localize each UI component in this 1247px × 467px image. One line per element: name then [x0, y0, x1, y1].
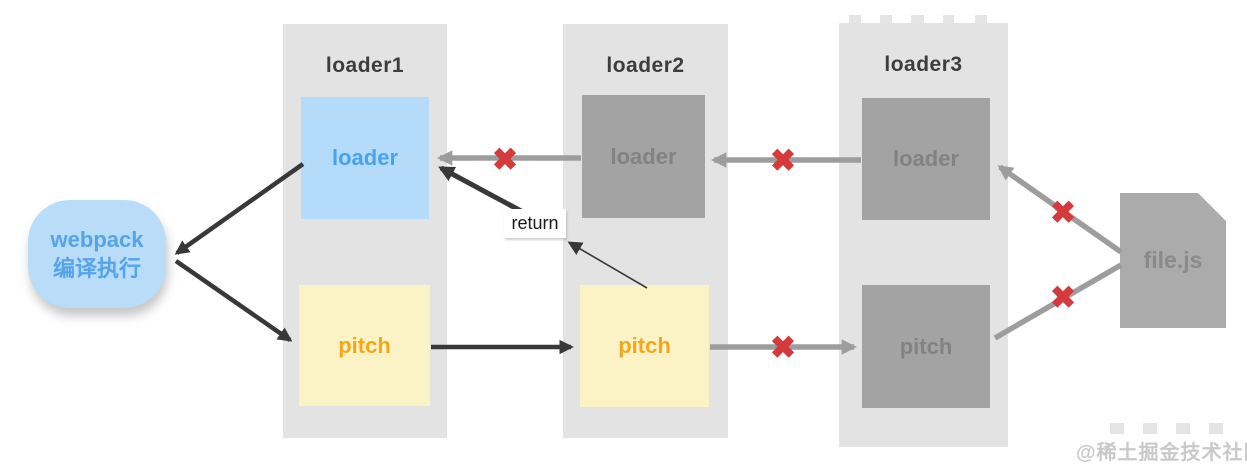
blocked-x-icon-loader2-pitch-to-loader3-pitch: ✖	[770, 329, 796, 365]
loader2-column: loader2 loader pitch	[563, 24, 728, 438]
blocked-x-icon-loader3-to-loader2: ✖	[770, 142, 796, 178]
loader2-column-title: loader2	[606, 54, 685, 77]
loader2-loader-label: loader	[610, 143, 677, 169]
loader3-column-title: loader3	[884, 53, 963, 76]
loader3-loader-box: loader	[862, 98, 990, 220]
loader2-pitch-label: pitch	[618, 333, 671, 358]
blocked-x-icon-loader3-pitch-to-filejs: ✖	[1050, 279, 1076, 315]
loader1-loader-box: loader	[301, 97, 429, 219]
webpack-label-line1: webpack	[50, 227, 144, 252]
loader1-loader-label: loader	[331, 145, 399, 170]
webpack-node: webpack 编译执行	[28, 200, 166, 308]
loader1-pitch-box: pitch	[299, 285, 430, 406]
loader3-pitch-box: pitch	[862, 285, 990, 408]
loader3-pitch-label: pitch	[899, 333, 953, 359]
watermark-artifact	[1143, 423, 1157, 434]
watermark-artifact	[1110, 423, 1124, 434]
blocked-x-icon-filejs-to-loader3-loader: ✖	[1050, 194, 1076, 230]
arrow-webpack-to-loader1-pitch	[174, 259, 293, 342]
file-js-label: file.js	[1143, 247, 1203, 273]
file-js-node: file.js	[1120, 193, 1226, 328]
loader3-column: loader3 loader pitch	[839, 23, 1008, 447]
loader2-loader-box: loader	[582, 95, 705, 218]
watermark-artifact	[943, 15, 954, 30]
watermark-artifact	[1176, 423, 1190, 434]
loader1-column: loader1 loader pitch	[283, 24, 447, 438]
loader1-pitch-label: pitch	[338, 332, 391, 358]
loader2-pitch-box: pitch	[580, 285, 709, 407]
blocked-x-icon-loader2-to-loader1: ✖	[492, 141, 518, 177]
loader3-loader-label: loader	[892, 146, 960, 171]
loader1-column-title: loader1	[325, 54, 405, 77]
watermark-artifact	[1209, 423, 1223, 434]
webpack-label-line2: 编译执行	[52, 256, 141, 281]
return-label: return	[504, 209, 566, 238]
watermark: @稀土掘金技术社区	[1076, 442, 1247, 464]
